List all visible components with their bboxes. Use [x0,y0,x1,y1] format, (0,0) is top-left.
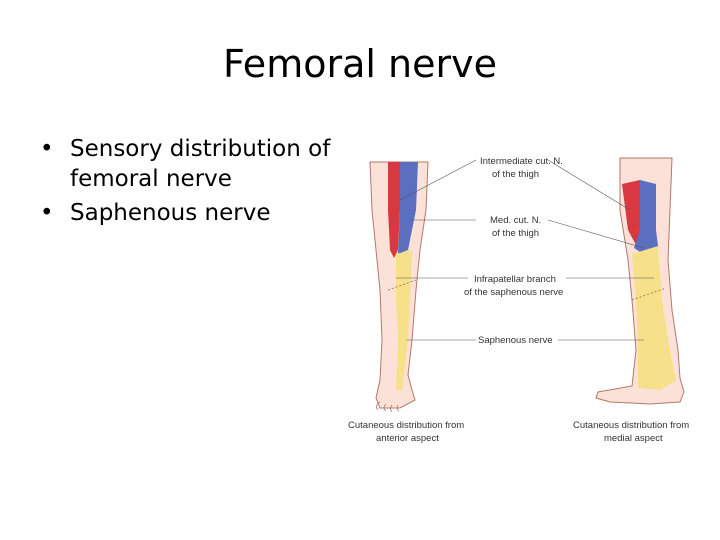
medial-medial-region [634,180,658,256]
caption-medial-1: Cutaneous distribution from [573,420,689,431]
label-intermediate-2: of the thigh [492,169,539,180]
label-infrapatellar-1: Infrapatellar branch [474,274,556,285]
label-medial-1: Med. cut. N. [490,215,541,226]
caption-anterior-1: Cutaneous distribution from [348,420,464,431]
legs-diagram: Intermediate cut. N. of the thigh Med. c… [348,156,689,444]
anterior-medial-region [398,162,418,254]
bullet-dot: • [40,136,54,162]
bullet-item: • Saphenous nerve [40,198,340,228]
caption-anterior-2: anterior aspect [376,433,439,444]
bullet-list: • Sensory distribution of femoral nerve … [40,134,340,232]
cutaneous-distribution-figure: Intermediate cut. N. of the thigh Med. c… [340,150,710,460]
bullet-item: • Sensory distribution of femoral nerve [40,134,340,194]
label-infrapatellar-2: of the saphenous nerve [464,287,563,298]
medial-saphenous-region [632,246,676,390]
anterior-intermediate-region [388,162,400,258]
medial-leg [595,157,685,405]
label-intermediate-1: Intermediate cut. N. [480,156,563,167]
caption-medial-2: medial aspect [604,433,663,444]
bullet-text: Sensory distribution of femoral nerve [70,136,331,192]
medial-intermediate-region [622,180,640,245]
label-medial-2: of the thigh [492,228,539,239]
bullet-text: Saphenous nerve [70,200,271,226]
anterior-leg [369,161,429,413]
label-saphenous: Saphenous nerve [478,335,552,346]
slide-title: Femoral nerve [223,42,497,86]
bullet-dot: • [40,200,54,226]
leader-lines [396,159,654,341]
anterior-saphenous-region [396,250,412,390]
